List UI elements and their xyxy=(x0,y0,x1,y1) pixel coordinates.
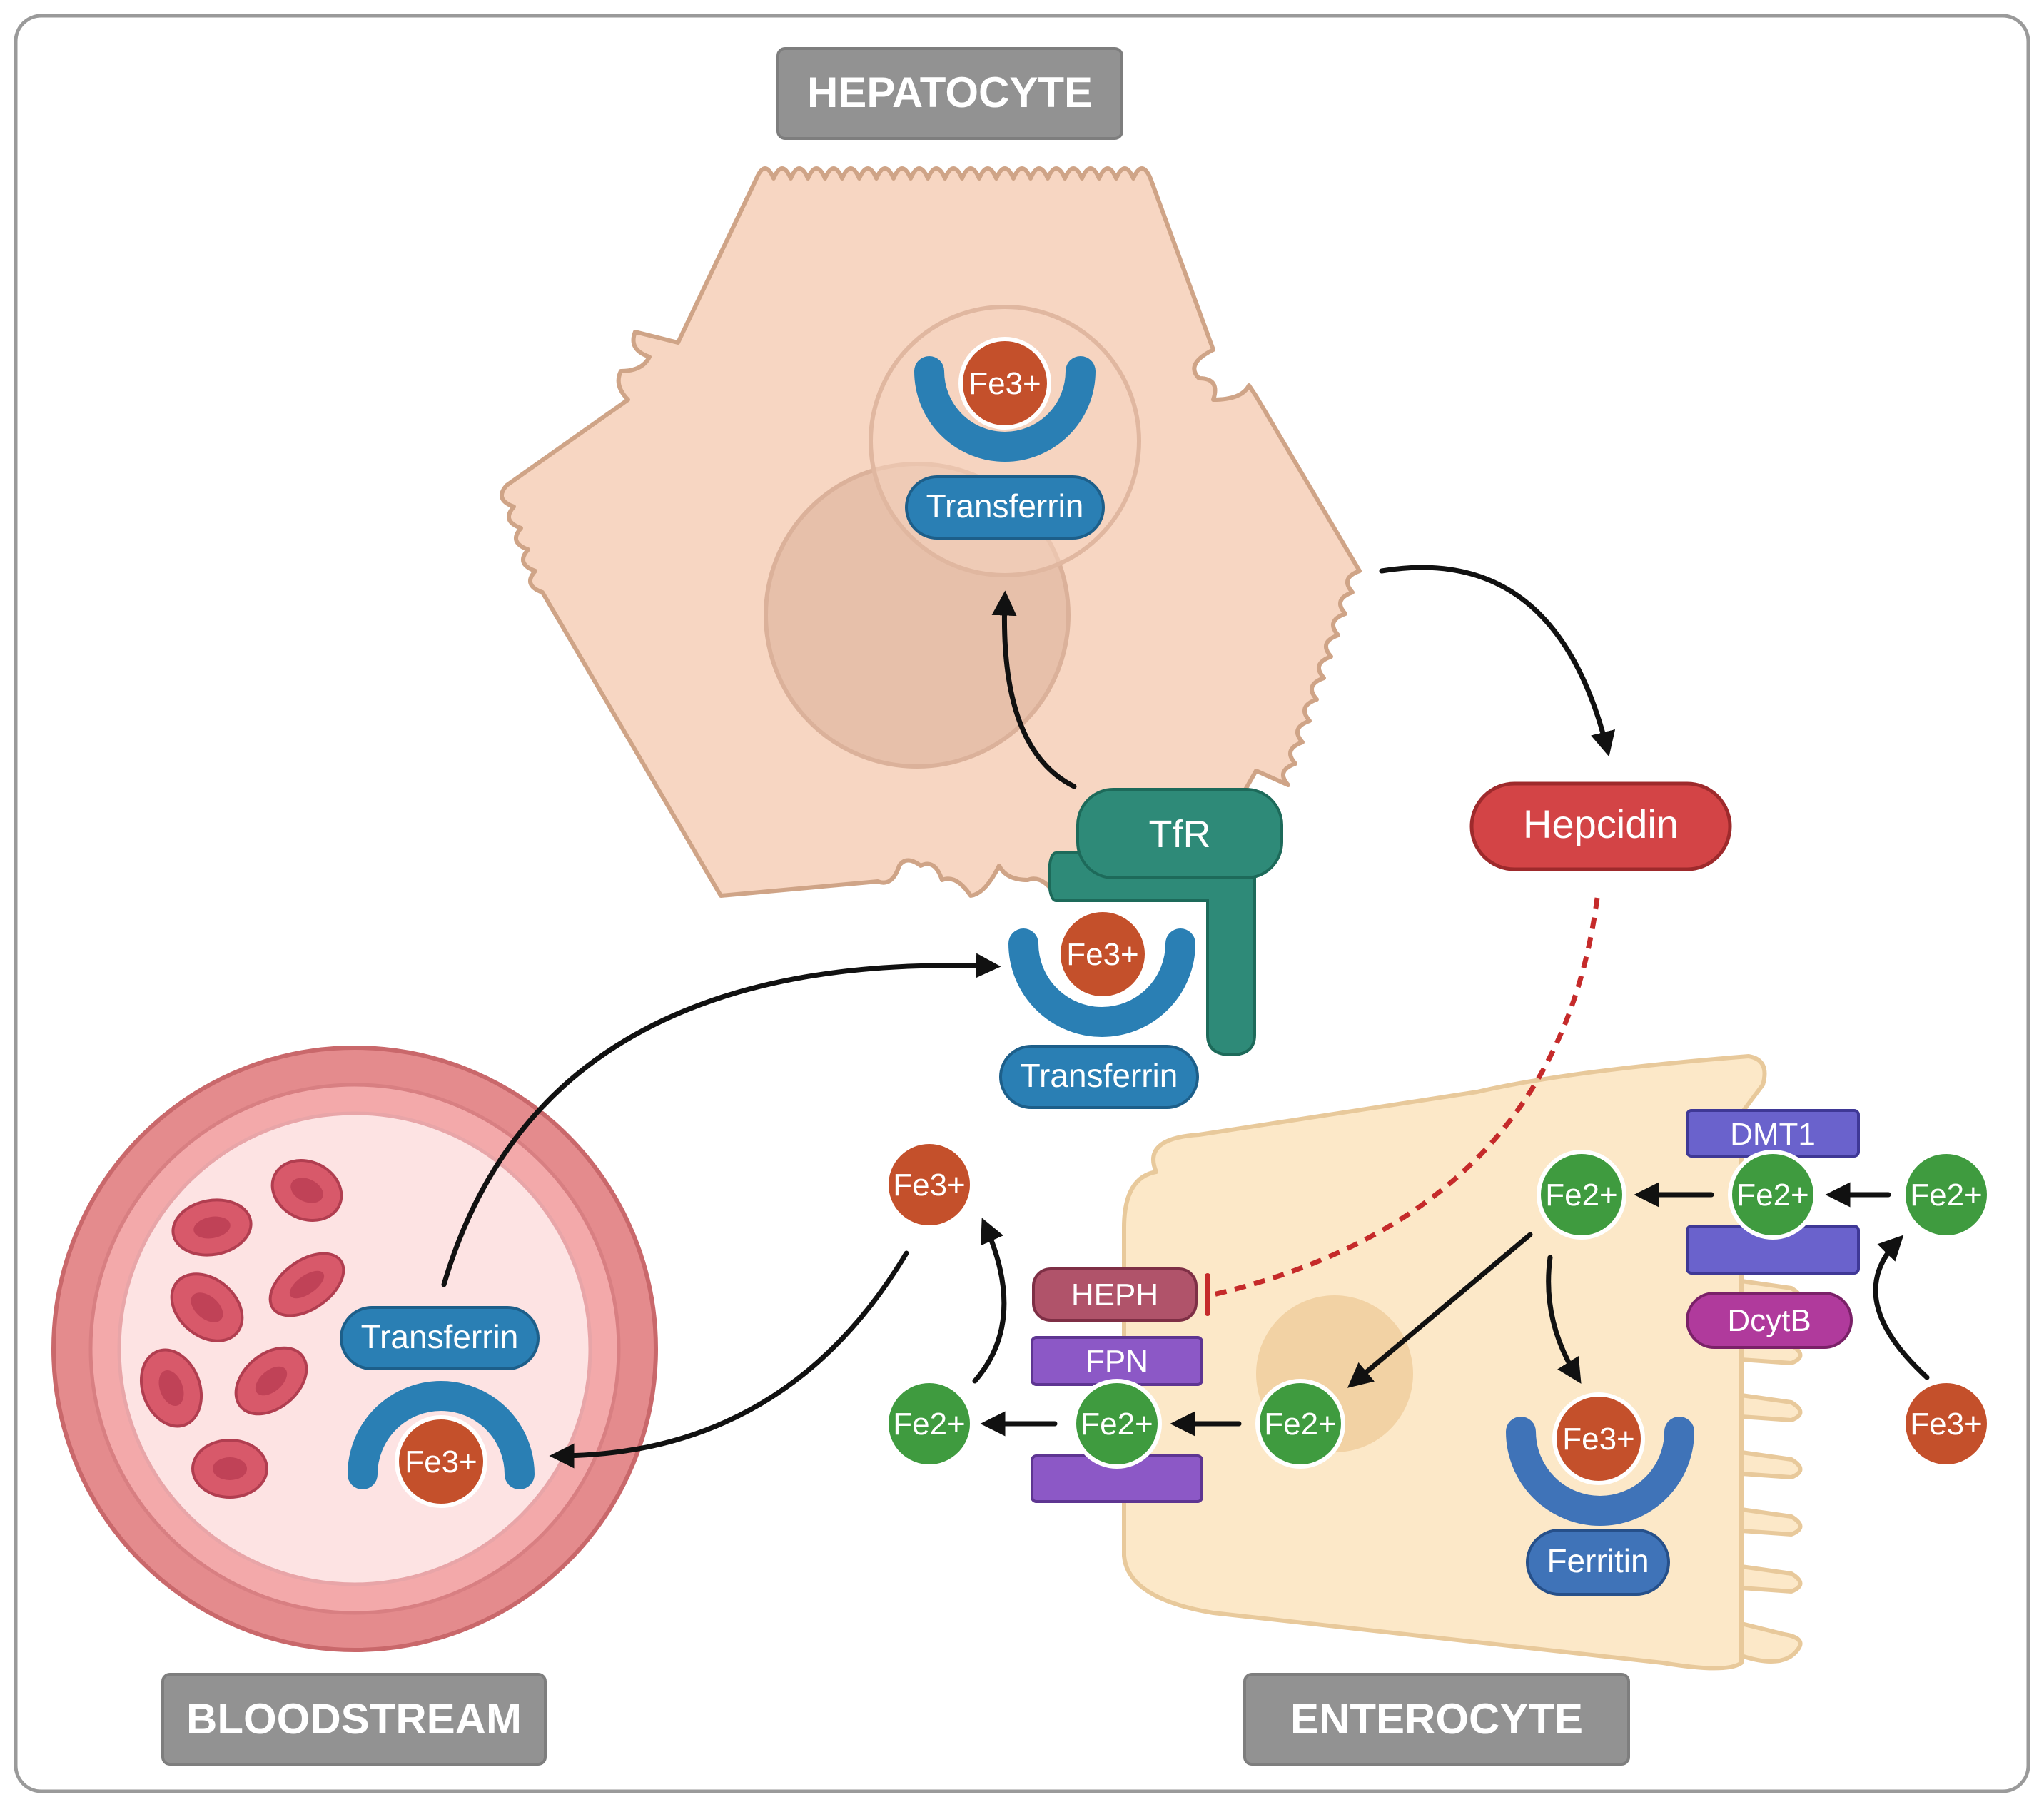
hepatocyte-label-box: HEPATOCYTE xyxy=(776,47,1123,140)
fe2-ion-exported: Fe2+ xyxy=(884,1379,974,1469)
fe3-label: Fe3+ xyxy=(1066,937,1139,972)
fe2-label: Fe2+ xyxy=(1264,1407,1337,1442)
heph-box xyxy=(1032,1267,1198,1322)
fe3-ion xyxy=(1056,908,1149,1001)
dcytb-box xyxy=(1686,1292,1853,1349)
blood-vessel: Transferrin Fe3+ xyxy=(51,1046,658,1652)
arrow-blood-to-tfr xyxy=(441,953,1001,1287)
tfr-receptor: TfR xyxy=(1047,788,1283,1057)
fe3-ion xyxy=(958,337,1051,430)
transferrin-label: Transferrin xyxy=(361,1318,519,1355)
fe3-ion xyxy=(395,1415,487,1508)
hepcidin-label: Hepcidin xyxy=(1523,801,1679,846)
transferrin-box xyxy=(905,475,1105,540)
ferritin-box xyxy=(1526,1529,1670,1596)
hepatocyte-cell: Fe3+ Transferrin xyxy=(499,166,1362,898)
transferrin-box xyxy=(340,1306,540,1370)
transferrin-cup xyxy=(914,356,1096,462)
transferrin-cup xyxy=(348,1381,535,1489)
tfr-box xyxy=(1076,788,1283,879)
dcytb-label: DcytB xyxy=(1727,1303,1811,1338)
hepatocyte-title: HEPATOCYTE xyxy=(807,69,1093,116)
fe2-ion-lumen: Fe2+ xyxy=(1901,1150,1991,1240)
blood-transferrin-complex: Transferrin Fe3+ xyxy=(340,1306,540,1508)
arrow-fe3-to-fe2-lumen xyxy=(1873,1235,1930,1380)
fe2-ion-cytoplasm: Fe2+ xyxy=(1255,1379,1345,1469)
arrow-fe2-to-ferritin xyxy=(1546,1255,1582,1384)
red-blood-cells xyxy=(139,1159,345,1499)
fe3-label: Fe3+ xyxy=(1562,1422,1635,1457)
hepcidin-inhibition-line xyxy=(1213,897,1600,1297)
arrow-hepatocyte-to-hepcidin xyxy=(1379,565,1616,757)
arrow-tfr-to-endosome xyxy=(991,590,1077,789)
dcytb: DcytB xyxy=(1686,1292,1853,1349)
ferritin-label: Ferritin xyxy=(1547,1542,1649,1579)
hepcidin-box xyxy=(1469,781,1732,871)
fe2-label: Fe2+ xyxy=(1545,1178,1618,1213)
fe2-label: Fe2+ xyxy=(1081,1407,1153,1442)
tfr-label: TfR xyxy=(1149,813,1211,856)
heph-label: HEPH xyxy=(1071,1277,1158,1312)
dmt1-label: DMT1 xyxy=(1730,1117,1816,1152)
transferrin-label: Transferrin xyxy=(1021,1057,1178,1094)
fe3-ion-lumen: Fe3+ xyxy=(1901,1379,1991,1469)
fe3-ion xyxy=(1552,1392,1645,1485)
fe3-label: Fe3+ xyxy=(1910,1407,1983,1442)
ferritin-complex: Fe3+ Ferritin xyxy=(1506,1392,1694,1596)
hepcidin-inhibition xyxy=(1205,897,1600,1316)
enterocyte-label-box: ENTEROCYTE xyxy=(1243,1673,1630,1766)
fe3-ion-extracellular: Fe3+ xyxy=(884,1140,974,1230)
arrow-fe3-to-blood xyxy=(549,1250,909,1469)
fe3-label: Fe3+ xyxy=(968,366,1041,401)
endosome-transferrin-complex: Fe3+ Transferrin xyxy=(905,337,1105,540)
transferrin-cup xyxy=(1008,928,1195,1037)
enterocyte-title: ENTEROCYTE xyxy=(1290,1695,1583,1743)
fe2-label: Fe2+ xyxy=(1736,1178,1809,1213)
fe2-label: Fe2+ xyxy=(1910,1178,1983,1213)
arrow-fe2-to-fe3 xyxy=(972,1218,1007,1384)
fe2-ion-dmt1: Fe2+ xyxy=(1728,1150,1818,1240)
bloodstream-label-box: BLOODSTREAM xyxy=(161,1673,547,1766)
fpn-label: FPN xyxy=(1086,1344,1148,1379)
tfr-transferrin-complex: Fe3+ Transferrin xyxy=(999,908,1199,1109)
fe2-ion-imported: Fe2+ xyxy=(1537,1150,1626,1240)
arrow-imported-to-cytoplasm xyxy=(1347,1232,1533,1388)
ferritin-cup xyxy=(1506,1417,1694,1526)
transferrin-label: Transferrin xyxy=(926,487,1084,525)
fe3-label: Fe3+ xyxy=(405,1444,477,1479)
fe2-label: Fe2+ xyxy=(893,1407,966,1442)
transferrin-box xyxy=(999,1045,1199,1109)
fe2-ion-fpn: Fe2+ xyxy=(1072,1379,1162,1469)
heph: HEPH xyxy=(1032,1267,1198,1322)
hepcidin: Hepcidin xyxy=(1469,781,1732,871)
fe3-label: Fe3+ xyxy=(893,1168,966,1203)
bloodstream-title: BLOODSTREAM xyxy=(186,1695,522,1743)
arrows xyxy=(441,565,1930,1469)
